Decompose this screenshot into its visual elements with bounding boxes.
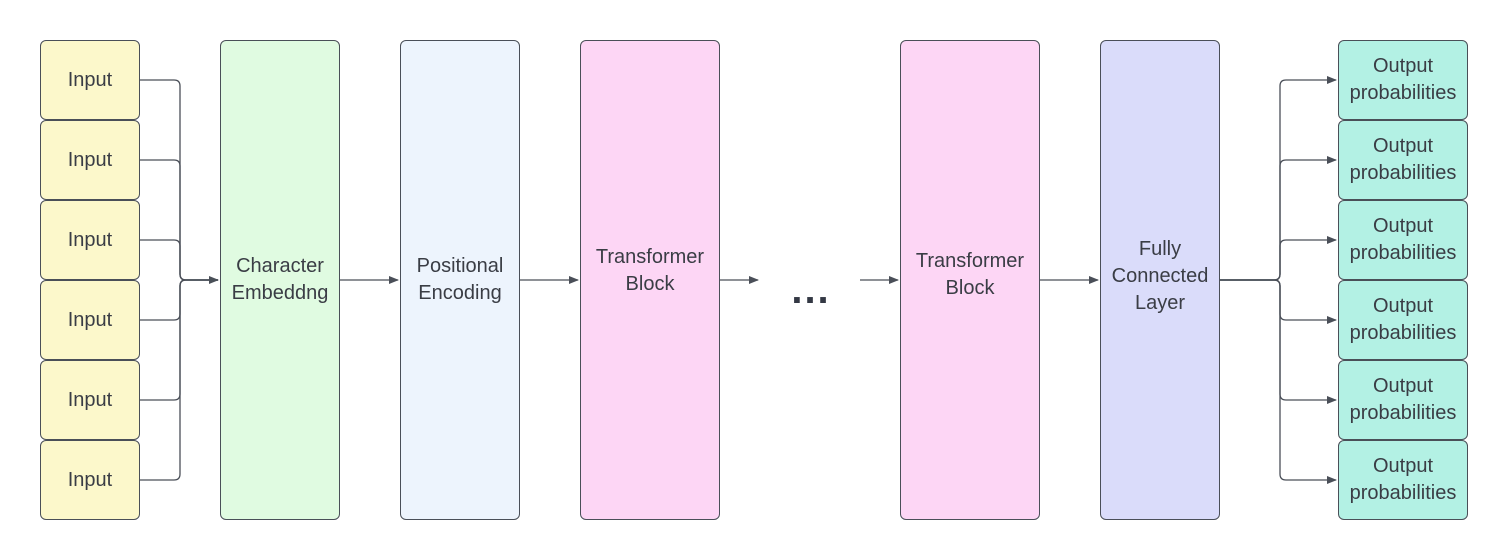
output-node: Output probabilities	[1338, 40, 1468, 120]
input-node: Input	[40, 40, 140, 120]
input-node: Input	[40, 440, 140, 520]
input-connector	[140, 159, 218, 281]
output-node: Output probabilities	[1338, 280, 1468, 360]
block-label: Positional Encoding	[416, 255, 504, 304]
output-node: Output probabilities	[1338, 360, 1468, 440]
output-label: Output probabilities	[1349, 55, 1457, 104]
output-label: Output probabilities	[1349, 215, 1457, 264]
output-label: Output probabilities	[1349, 295, 1457, 344]
input-label: Input	[67, 148, 113, 171]
transformer-block-first: Transformer Block	[580, 40, 720, 520]
character-embedding-block: Character Embeddng	[220, 40, 340, 520]
input-connector	[140, 279, 218, 321]
input-node: Input	[40, 200, 140, 280]
input-connector	[140, 239, 218, 281]
ellipsis: ...	[791, 267, 831, 312]
input-label: Input	[67, 68, 113, 91]
input-node: Input	[40, 280, 140, 360]
output-connector	[1220, 279, 1337, 404]
input-label: Input	[67, 308, 113, 331]
input-connector	[140, 79, 219, 284]
input-label: Input	[67, 468, 113, 491]
output-connector	[1220, 279, 1337, 484]
input-connector	[140, 279, 218, 481]
input-label: Input	[67, 388, 113, 411]
input-node: Input	[40, 120, 140, 200]
block-label: Transformer Block	[915, 250, 1025, 299]
output-node: Output probabilities	[1338, 120, 1468, 200]
output-node: Output probabilities	[1338, 440, 1468, 520]
output-label: Output probabilities	[1349, 375, 1457, 424]
transformer-block-last: Transformer Block	[900, 40, 1040, 520]
input-connector	[140, 279, 218, 401]
output-connector	[1220, 76, 1337, 281]
output-node: Output probabilities	[1338, 200, 1468, 280]
block-label: Transformer Block	[595, 246, 705, 295]
output-connector	[1220, 279, 1337, 324]
fully-connected-layer-block: Fully Connected Layer	[1100, 40, 1220, 520]
output-label: Output probabilities	[1349, 455, 1457, 504]
input-node: Input	[40, 360, 140, 440]
output-connector	[1220, 236, 1337, 281]
positional-encoding-block: Positional Encoding	[400, 40, 520, 520]
output-connector	[1220, 156, 1337, 281]
output-label: Output probabilities	[1349, 135, 1457, 184]
block-label: Character Embeddng	[231, 255, 329, 304]
block-label: Fully Connected Layer	[1111, 237, 1209, 314]
input-label: Input	[67, 228, 113, 251]
